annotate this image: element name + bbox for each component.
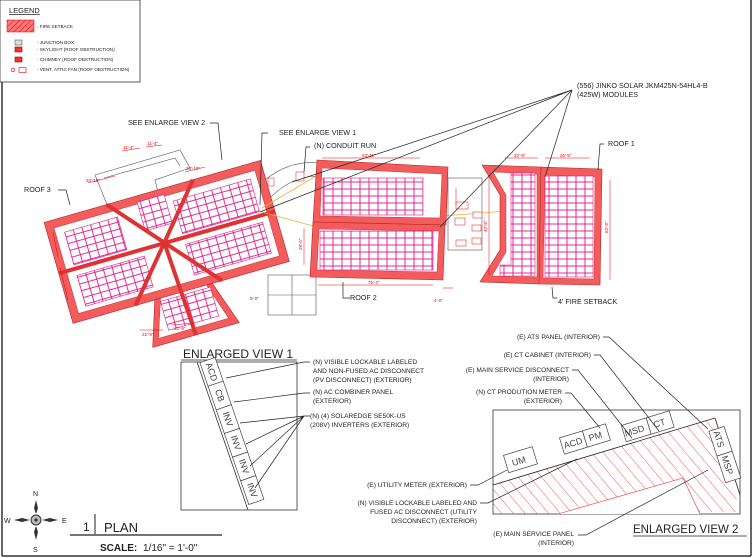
equipment-label: INV (237, 458, 251, 475)
dimension-label: 28'-5" (298, 238, 303, 250)
fire-setback-callout: 4' FIRE SETBACK (558, 297, 617, 306)
module-array (319, 230, 434, 271)
module-array (76, 255, 154, 307)
dimension-label: 22'-9" (174, 326, 186, 331)
compass-east: E (62, 518, 67, 525)
compass-south: S (33, 547, 38, 554)
modules-callout: (425W) MODULES (577, 90, 638, 99)
dimension-label: 22'-9" (514, 153, 526, 158)
dimension-label: 11'-4" (147, 141, 159, 146)
utility-disconnect-note: (N) VISIBLE LOCKABLE LABELED AND (358, 500, 478, 507)
vent-icon (11, 67, 27, 73)
equipment-label: INV (245, 481, 259, 498)
legend-item-label: - FIRE SETBACK (37, 24, 74, 29)
plan-number: 1 (83, 520, 90, 534)
see-enlarge-view-1-callout: SEE ENLARGE VIEW 1 (279, 128, 356, 137)
dimension-label: 63'-11" (362, 153, 376, 158)
equipment-label: INV (229, 434, 243, 451)
acd-note: AND NON-FUSED AC DISCONNECT (313, 368, 424, 375)
fire-setback-swatch (6, 19, 35, 33)
modules-callout: (556) JINKO SOLAR JKM425N-54HL4-B (577, 81, 708, 90)
module-array (136, 193, 173, 232)
conduit-run-callout: (N) CONDUIT RUN (314, 141, 376, 150)
plan-title: PLAN (104, 520, 138, 535)
roof-2-label: ROOF 2 (350, 293, 377, 302)
utility-meter-box: UM (511, 454, 527, 468)
combiner-note: (N) AC COMBINER PANEL (313, 389, 393, 396)
legend-title: LEGEND (9, 6, 40, 15)
chimney-icon (14, 56, 23, 63)
msd-note: (INTERIOR) (533, 376, 569, 383)
junction-box-icon (14, 39, 23, 46)
dimension-label: 33'-10" (86, 178, 100, 183)
obstructions (267, 171, 483, 247)
dimension-label: 47'-8" (483, 220, 488, 232)
module-array (544, 175, 594, 278)
enlarged-view-1-title: ENLARGED VIEW 1 (183, 347, 293, 361)
legend: LEGEND - FIRE SETBACK - JUNCTION BOX - S… (0, 0, 141, 83)
ats-note: (E) ATS PANEL (INTERIOR) (517, 334, 600, 341)
roof-3-dimensions: 11'-4" 11'-4" 33'-10" 33'-10" 22'-9" 22'… (52, 141, 259, 337)
scale-label: SCALE: (100, 543, 137, 554)
roof-3-label: ROOF 3 (24, 185, 51, 194)
see-enlarge-view-2-callout: SEE ENLARGE VIEW 2 (128, 118, 205, 127)
legend-item-label: - VENT, ATTIC FAN (ROOF OBSTRUCTION) (37, 67, 130, 72)
enlarged-view-2: UM ACD PM MSD CT ATS MSP (E) ATS PANEL (… (358, 334, 747, 547)
utility-meter-note: (E) UTILITY METER (EXTERIOR) (367, 482, 467, 489)
utility-disconnect-note: DISCONNECT) (EXTERIOR) (391, 518, 477, 525)
utility-disconnect-note: FUSED AC DISCONNECT (UTILITY (370, 509, 477, 516)
inverters-note: (N) (4) SOLAREDGE SE50K-US (310, 413, 406, 420)
msd-note: (E) MAIN SERVICE DISCONNECT (466, 367, 569, 374)
dimension-label: 4'-0" (434, 298, 443, 303)
main-service-panel-note: (INTERIOR) (538, 540, 574, 547)
module-array (64, 216, 128, 266)
combiner-note: (EXTERIOR) (313, 398, 351, 405)
callouts: SEE ENLARGE VIEW 2 SEE ENLARGE VIEW 1 (N… (24, 81, 708, 306)
legend-item-label: - SKYLIGHT (ROOF OBSTRUCTION) (37, 47, 115, 52)
legend-item-label: - JUNCTION BOX (37, 40, 74, 45)
dimension-label: 62'-8" (604, 221, 609, 233)
roof-2: 63'-11" 75'-3" 4'-0" 28'-5" (267, 153, 483, 303)
acd-note: (PV DISCONNECT) (EXTERIOR) (313, 377, 412, 384)
equipment-label: INV (221, 410, 235, 427)
compass-north: N (33, 491, 38, 498)
ats-panel-box: ATS (711, 430, 726, 449)
site-outlines (94, 149, 483, 316)
ct-cabinet-note: (E) CT CABINET (INTERIOR) (504, 352, 591, 359)
dimension-label: 26'-5" (560, 153, 572, 158)
legend-item-label: - CHIMNEY (ROOF OBSTRUCTION) (37, 57, 114, 62)
production-meter-box: PM (587, 430, 603, 444)
main-service-panel-note: (E) MAIN SERVICE PANEL (493, 531, 574, 538)
dimension-label: 33'-10" (186, 166, 200, 171)
production-meter-note: (EXTERIOR) (524, 398, 562, 405)
dimension-label: 75'-3" (368, 280, 380, 285)
dimension-label: 11'-4" (123, 145, 135, 150)
compass-west: W (4, 518, 11, 525)
skylight-icon (14, 46, 23, 53)
north-arrow-compass: N S W E (4, 491, 67, 554)
scale-value: 1/16" = 1'-0" (143, 543, 198, 554)
enlarged-view-2-title: ENLARGED VIEW 2 (633, 524, 738, 536)
roof-3 (43, 160, 290, 348)
dimension-label: 5'-0" (250, 296, 259, 301)
module-array (499, 172, 536, 277)
plan-title-block: 1 PLAN SCALE: 1/16" = 1'-0" (70, 514, 222, 554)
module-array (322, 177, 424, 216)
roof-1-label: ROOF 1 (608, 139, 635, 148)
equipment-label: CB (213, 388, 227, 403)
roof-1: 22'-9" 26'-5" 62'-8" 47'-8" (479, 153, 611, 286)
production-meter-note: (N) CT PRODUTION METER (476, 389, 562, 396)
dimension-label: 22'-9" (142, 332, 154, 337)
inverters-note: (208V) INVERTERS (EXTERIOR) (310, 422, 409, 429)
acd-note: (N) VISIBLE LOCKABLE LABELED (313, 359, 417, 366)
